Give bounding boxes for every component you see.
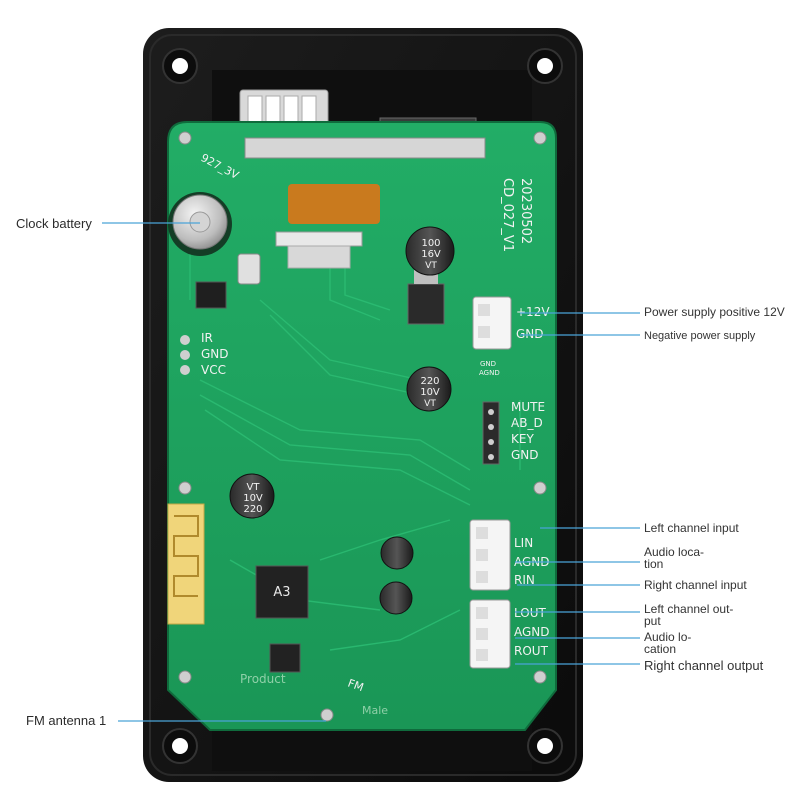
main-chip: A3 — [255, 565, 309, 619]
callout-clock-battery: Clock battery — [16, 216, 92, 231]
display-ribbon — [275, 184, 380, 269]
c25-line1: 100 — [421, 238, 440, 249]
silk-power-neg: GND — [516, 327, 544, 341]
c7-line2: 10V — [420, 387, 440, 398]
capacitor-c7: 220 10V VT — [406, 366, 452, 412]
c7-line1: 220 — [420, 376, 439, 387]
silk-gnd: GND — [201, 347, 229, 361]
silk-lin: LIN — [514, 536, 533, 550]
callout-power-negative: Negative power supply — [644, 330, 756, 342]
screw-hole-top-left — [162, 48, 198, 84]
callout-audio-loc-1b: tion — [644, 557, 664, 571]
clock-battery — [168, 192, 232, 256]
silk-agnd-small: AGND — [479, 369, 500, 377]
c25-line3: VT — [425, 261, 437, 271]
capacitor-c25: 100 16V VT — [405, 226, 455, 276]
callout-power-positive: Power supply positive 12V — [644, 305, 785, 319]
capacitor-c2 — [379, 581, 413, 615]
key-header — [482, 401, 500, 465]
callout-audio-loc-1a: Audio loca- — [644, 545, 705, 559]
callout-left-in: Left channel input — [644, 521, 739, 535]
connector-power — [472, 296, 512, 350]
capacitor-c3 — [380, 536, 414, 570]
callout-left-out-a: Left channel out- — [644, 602, 734, 616]
silk-rin: RIN — [514, 573, 535, 587]
c7-line3: VT — [424, 399, 436, 409]
silk-vcc: VCC — [201, 363, 226, 377]
header-pins — [244, 137, 486, 159]
cleft-line2: 10V — [243, 493, 263, 504]
watermark-male: Male — [362, 704, 388, 717]
silkscreen: CD_027_V1 20230502 927_3V IR GND VCC +12… — [199, 151, 551, 717]
main-chip-label: A3 — [273, 585, 290, 600]
connector-audio-in — [469, 519, 511, 591]
cleft-line1: 220 — [243, 504, 262, 515]
callout-audio-loc-2a: Audio lo- — [644, 630, 692, 644]
silk-mute: MUTE — [511, 400, 545, 414]
silk-gnd-small: GND — [480, 360, 496, 368]
callout-lines — [102, 222, 640, 722]
silk-rout: ROUT — [514, 644, 549, 658]
board-date: 20230502 — [518, 178, 533, 244]
silk-power-pos: +12V — [516, 305, 550, 319]
callout-right-in: Right channel input — [644, 578, 747, 592]
c25-line2: 16V — [421, 249, 441, 260]
silk-fm: FM — [346, 677, 365, 695]
amp-chip — [269, 643, 301, 673]
silk-key-gnd: GND — [511, 448, 539, 462]
callout-left-out-b: put — [644, 614, 661, 628]
crystal — [237, 253, 261, 285]
bluetooth-antenna — [167, 503, 205, 625]
silk-key: KEY — [511, 432, 534, 446]
chip-rtc — [195, 281, 227, 309]
ir-header-pads — [180, 335, 190, 375]
board-model: CD_027_V1 — [500, 178, 515, 252]
silk-ab-d: AB_D — [511, 416, 543, 430]
silk-ir: IR — [201, 331, 213, 345]
connector-audio-out — [469, 599, 511, 669]
capacitor-left: VT 10V 220 — [229, 473, 275, 519]
callout-fm-antenna: FM antenna 1 — [26, 713, 107, 728]
screw-hole-bottom-left — [162, 728, 198, 764]
silk-agnd-out: AGND — [514, 625, 550, 639]
callout-audio-loc-2b: cation — [644, 642, 677, 656]
cleft-line3: VT — [247, 482, 261, 493]
screw-hole-top-right — [527, 48, 563, 84]
watermark-product: Product — [240, 672, 286, 686]
screw-hole-bottom-right — [527, 728, 563, 764]
fm-antenna-pad — [320, 708, 334, 722]
callout-right-out: Right channel output — [644, 658, 764, 673]
silk-lout: LOUT — [514, 606, 546, 620]
